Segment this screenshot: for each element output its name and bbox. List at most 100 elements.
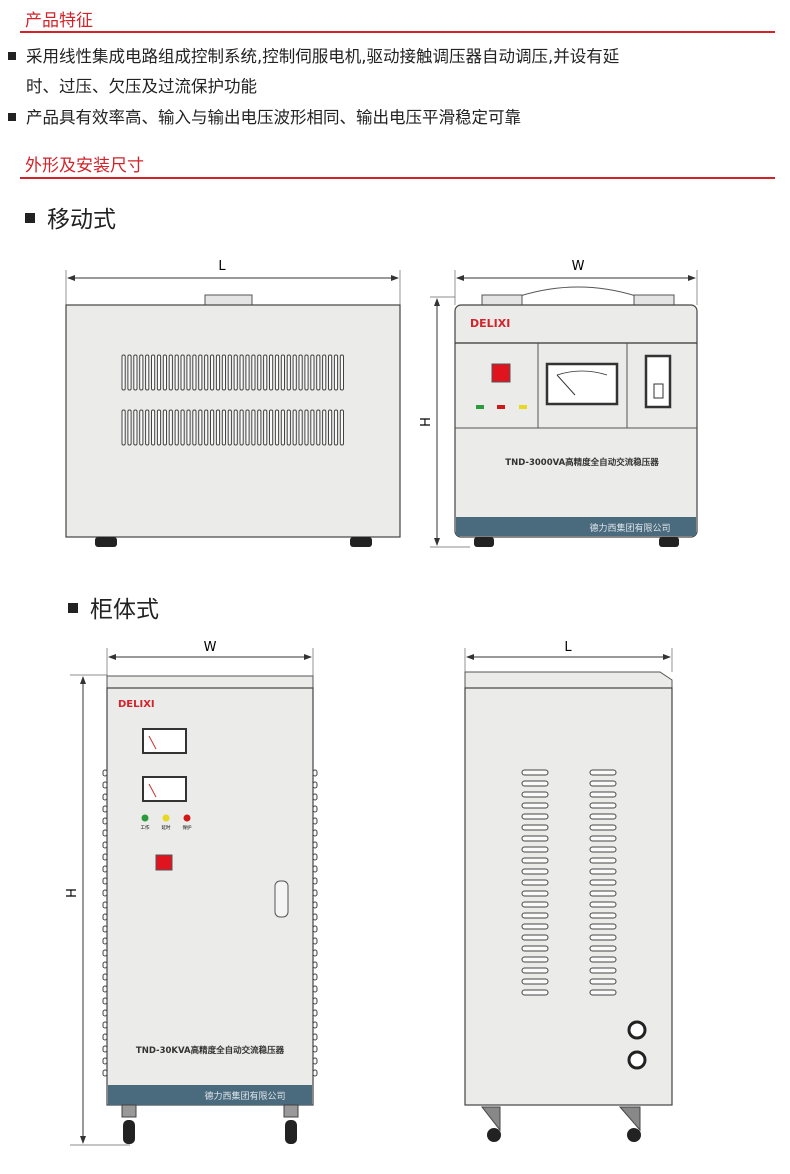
vent-slot [245, 409, 250, 446]
vent-slot [589, 780, 617, 787]
vent-slot [521, 890, 549, 897]
vent-slot [589, 791, 617, 798]
fin [312, 841, 318, 849]
vent-slot [521, 868, 549, 875]
vent-slot [168, 354, 173, 391]
bullet-icon [8, 52, 16, 60]
vent-slot [133, 409, 138, 446]
fin [312, 1021, 318, 1029]
vent-slots [521, 769, 617, 996]
features-divider [20, 31, 775, 33]
vent-slot [304, 354, 309, 391]
vent-slot [127, 409, 132, 446]
vent-slot [145, 354, 150, 391]
vent-slot [274, 354, 280, 391]
fin [312, 1057, 318, 1065]
feature-bullet: 产品具有效率高、输入与输出电压波形相同、输出电压平滑稳定可靠 [8, 103, 778, 133]
vent-slot [215, 354, 221, 391]
vent-slot [328, 354, 333, 391]
foot [95, 537, 117, 547]
vent-slot [589, 978, 617, 985]
vent-slot [521, 879, 549, 886]
vent-slot [521, 945, 549, 952]
power-button [491, 363, 511, 383]
vent-slot [168, 409, 173, 446]
fin [312, 925, 318, 933]
vent-slot [316, 354, 321, 391]
fin [102, 865, 108, 873]
vent-slot [589, 923, 617, 930]
foot [350, 537, 372, 547]
vent-slot [239, 354, 244, 391]
indicator-label: 保护 [183, 824, 192, 831]
vent-slot [322, 354, 327, 391]
vent-slot [186, 354, 191, 391]
vent-slot [133, 354, 138, 391]
dim-label-h: H [419, 417, 434, 427]
voltmeter [142, 776, 187, 802]
wheel [627, 1128, 641, 1142]
bullet-text: 采用线性集成电路组成控制系统,控制伺服电机,驱动接触调压器自动调压,并设有延 [26, 47, 620, 66]
vent-slot [589, 989, 617, 996]
fin [312, 1045, 318, 1053]
fin [312, 781, 318, 789]
vent-slot [298, 354, 303, 391]
vent-slot [521, 780, 549, 787]
indicator-red [183, 814, 191, 822]
indicator-green [476, 405, 484, 409]
breaker-switch [644, 354, 672, 409]
vent-slot [186, 409, 191, 446]
vent-slot [322, 409, 327, 446]
dim-label-w: W [572, 259, 585, 274]
fin [312, 865, 318, 873]
vent-slot [521, 956, 549, 963]
vent-slot [292, 409, 297, 446]
vent-slot [151, 354, 156, 391]
vent-slot [589, 857, 617, 864]
vent-slot [227, 354, 232, 391]
fin [102, 889, 108, 897]
fin [312, 985, 318, 993]
vent-slot [180, 354, 185, 391]
vent-slot [521, 857, 549, 864]
vent-slot [589, 835, 617, 842]
vent-slot [589, 967, 617, 974]
wheel [285, 1120, 297, 1144]
portable-front-view: W H DELIXI TND-3000VA高精度全自动交流稳压器 德力西集团有限… [419, 259, 698, 548]
vent-slot [192, 409, 197, 446]
fin [312, 877, 318, 885]
feature-bullet-continuation: 时、过压、欠压及过流保护功能 [26, 77, 257, 96]
vent-slot [151, 409, 156, 446]
vent-slot [521, 824, 549, 831]
vent-slot [280, 354, 285, 391]
vent-slot [589, 868, 617, 875]
vent-slot [333, 409, 339, 446]
vent-slot [251, 354, 256, 391]
side-fins [102, 769, 318, 1077]
fin [312, 1033, 318, 1041]
vent-slot [215, 409, 221, 446]
fin [312, 997, 318, 1005]
bullet-icon [25, 213, 35, 223]
dim-label-l: L [218, 259, 226, 274]
vent-slot [269, 409, 274, 446]
model-label: TND-3000VA高精度全自动交流稳压器 [505, 457, 659, 468]
ammeter [142, 728, 187, 754]
vent-slot [156, 409, 162, 446]
vent-slot [227, 409, 232, 446]
fin [102, 829, 108, 837]
fin [312, 1009, 318, 1017]
vent-slot [198, 409, 203, 446]
vent-slot [251, 409, 256, 446]
fin [102, 985, 108, 993]
vent-slot [210, 354, 215, 391]
vent-slot [280, 409, 285, 446]
vent-slot [339, 354, 344, 391]
voltmeter [545, 362, 619, 406]
vent-slot [274, 409, 280, 446]
vent-slot [121, 409, 126, 446]
fin [102, 1057, 108, 1065]
cabinet-side-view: L [464, 640, 673, 1142]
fin [102, 961, 108, 969]
